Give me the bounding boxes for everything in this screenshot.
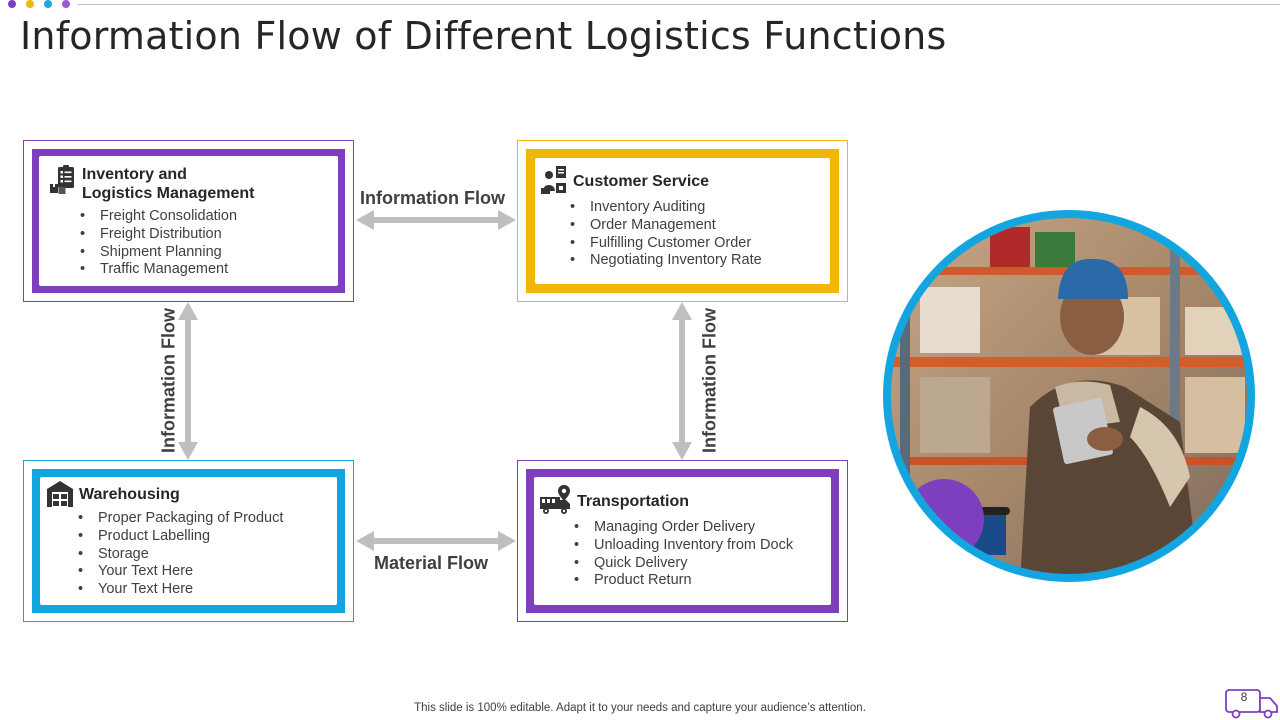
card-transportation[interactable]: Transportation Managing Order Delivery U… <box>517 460 848 622</box>
card-list: Managing Order Delivery Unloading Invent… <box>574 519 793 590</box>
card-header: Warehousing <box>46 479 180 509</box>
footer-note: This slide is 100% editable. Adapt it to… <box>414 702 866 714</box>
double-arrow-horizontal <box>356 210 516 230</box>
flow-label-bottom: Material Flow <box>374 553 489 573</box>
card-header: Transportation <box>538 485 689 515</box>
list-item: Shipment Planning <box>80 244 237 262</box>
list-item: Traffic Management <box>80 261 237 279</box>
list-item: Order Management <box>570 217 762 235</box>
delivery-truck-pin-icon <box>540 485 570 514</box>
list-item: Product Labelling <box>78 528 283 546</box>
double-arrow-vertical <box>178 302 198 460</box>
decor-dot <box>8 0 16 8</box>
card-header: Customer Service <box>540 165 709 195</box>
clipboard-boxes-icon <box>50 165 74 194</box>
card-customer-service[interactable]: Customer Service Inventory Auditing Orde… <box>517 140 848 302</box>
double-arrow-vertical <box>672 302 692 460</box>
list-item: Product Return <box>574 572 793 590</box>
card-warehousing[interactable]: Warehousing Proper Packaging of Product … <box>23 460 354 622</box>
decor-dot <box>44 0 52 8</box>
list-item: Managing Order Delivery <box>574 519 793 537</box>
page-number-truck-icon <box>1225 689 1278 719</box>
list-item: Freight Consolidation <box>80 208 237 226</box>
list-item: Quick Delivery <box>574 555 793 573</box>
flow-label-left: Information Flow <box>158 308 179 453</box>
card-list: Freight Consolidation Freight Distributi… <box>80 208 237 279</box>
double-arrow-horizontal <box>356 531 516 551</box>
list-item: Proper Packaging of Product <box>78 510 283 528</box>
card-inventory[interactable]: Inventory and Logistics Management Freig… <box>23 140 354 302</box>
list-item: Your Text Here <box>78 563 283 581</box>
card-title: Inventory and Logistics Management <box>82 166 255 202</box>
list-item: Unloading Inventory from Dock <box>574 537 793 555</box>
list-item: Fulfilling Customer Order <box>570 235 762 253</box>
flow-label-top: Information Flow <box>360 188 505 208</box>
card-title: Warehousing <box>79 486 180 503</box>
card-header: Inventory and Logistics Management <box>49 165 254 203</box>
slide-title: Information Flow of Different Logistics … <box>20 14 947 58</box>
page-number: 8 <box>1240 690 1248 704</box>
decor-dot <box>62 0 70 8</box>
warehouse-icon <box>47 481 73 507</box>
card-list: Inventory Auditing Order Management Fulf… <box>570 199 762 270</box>
card-title: Customer Service <box>573 173 710 190</box>
card-title: Transportation <box>577 493 690 510</box>
decor-dot <box>26 0 34 8</box>
warehouse-worker-photo <box>883 210 1255 582</box>
card-list: Proper Packaging of Product Product Labe… <box>78 510 283 599</box>
flow-label-right: Information Flow <box>699 308 720 453</box>
list-item: Freight Distribution <box>80 226 237 244</box>
top-rule <box>78 4 1280 5</box>
list-item: Inventory Auditing <box>570 199 762 217</box>
list-item: Your Text Here <box>78 581 283 599</box>
list-item: Negotiating Inventory Rate <box>570 252 762 270</box>
list-item: Storage <box>78 546 283 564</box>
top-dots <box>8 0 70 8</box>
customer-support-icon <box>541 166 566 194</box>
